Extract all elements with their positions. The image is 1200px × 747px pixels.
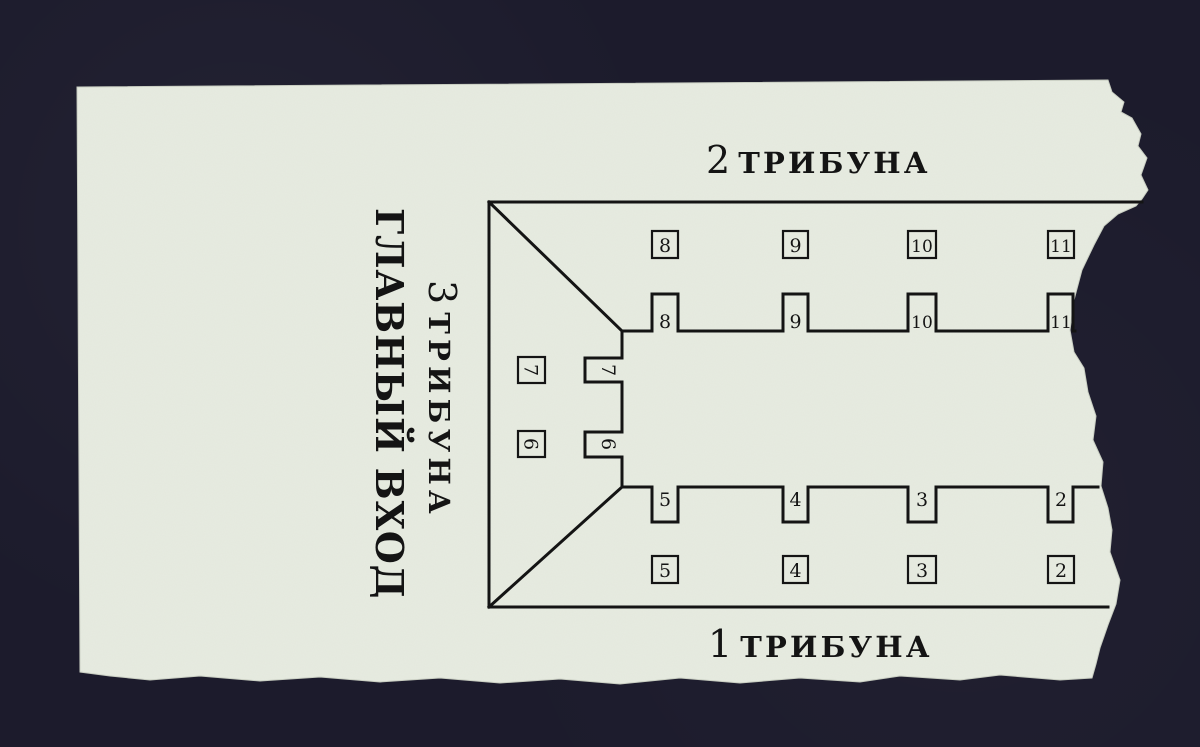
sector-inner-label: 10 — [911, 313, 933, 333]
sector-inner-label: 6 — [597, 438, 619, 450]
outer-frame — [487, 200, 1144, 609]
sector-inner-label: 9 — [789, 311, 801, 333]
sector-boxes — [516, 229, 1076, 585]
sector-box-label: 11 — [1050, 237, 1072, 257]
sector-box-label: 5 — [659, 560, 671, 582]
sector-left-labels: 7 6 7 6 — [520, 364, 620, 450]
stand-number: 1 — [708, 622, 733, 666]
stand-word: ТРИБУНА — [738, 146, 931, 180]
sector-box-label: 2 — [1055, 560, 1067, 582]
sector-box-label: 8 — [659, 235, 671, 257]
sector-inner-label: 2 — [1055, 489, 1067, 511]
diagonal-upper — [486, 199, 625, 334]
sector-inner-label: 4 — [789, 489, 801, 511]
sector-box-label: 10 — [911, 237, 933, 257]
stand-number: 3 — [420, 280, 464, 305]
sector-inner-label: 5 — [659, 489, 671, 511]
sector-inner-label: 8 — [659, 311, 671, 333]
inner-left-edge — [583, 329, 624, 489]
sector-box-label: 9 — [789, 235, 801, 257]
sector-box-label: 4 — [789, 560, 801, 582]
sector-box-label: 6 — [520, 438, 542, 450]
stand-number: 2 — [706, 138, 731, 182]
sector-inner-label: 11 — [1050, 313, 1072, 333]
sector-box-label: 3 — [916, 560, 928, 582]
sector-labels: 8 9 10 11 8 9 10 11 5 4 3 2 5 4 3 2 — [659, 235, 1072, 582]
main-entrance-label: ГЛАВНЫЙ ВХОД — [367, 208, 412, 600]
stand-3-heading: 3ТРИБУНА — [420, 280, 464, 519]
inner-bottom-edge — [620, 485, 1100, 524]
diagonal-lower — [486, 484, 625, 610]
inner-top-edge — [620, 292, 1077, 333]
stand-word: ТРИБУНА — [740, 630, 933, 664]
sector-box-label: 7 — [520, 364, 542, 376]
sector-inner-label: 7 — [597, 364, 619, 376]
stand-word: ТРИБУНА — [422, 312, 456, 519]
sector-inner-label: 3 — [916, 489, 928, 511]
stadium-plan — [486, 199, 1144, 610]
